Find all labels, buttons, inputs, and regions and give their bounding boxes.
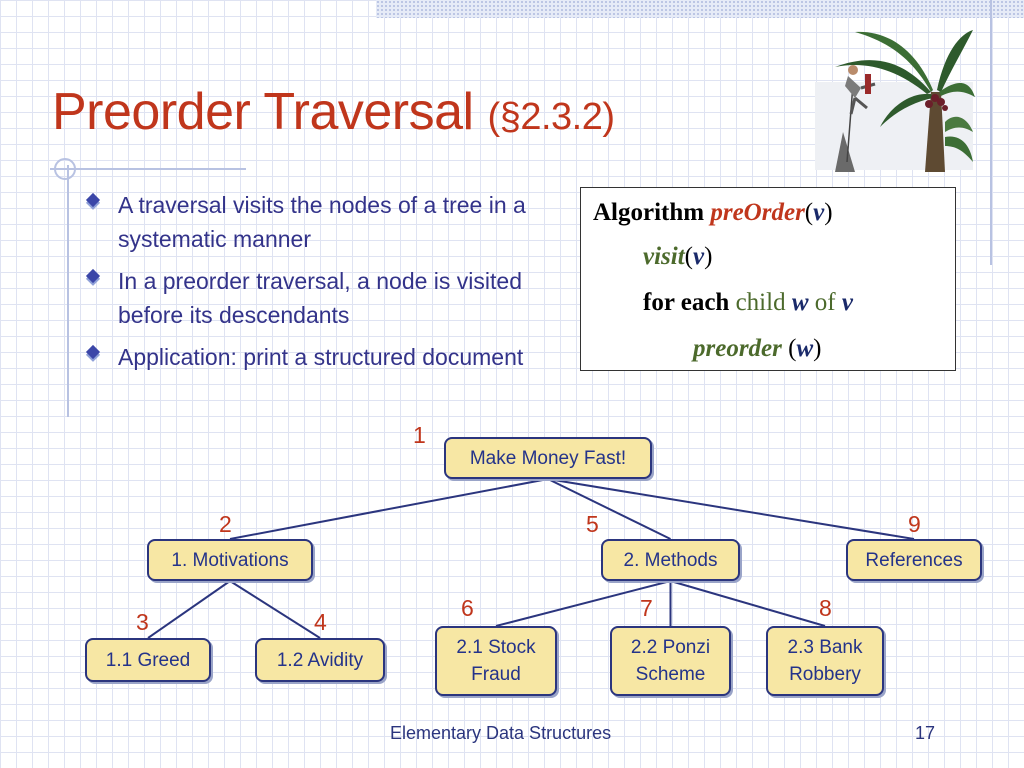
tree-node-label: 1.1 Greed	[105, 649, 191, 671]
tree-edge-root-methods	[547, 478, 671, 540]
visit-order-number: 7	[640, 595, 653, 621]
algorithm-paren: )	[824, 199, 833, 226]
algorithm-box: Algorithm preOrder(v) visit(v) for each …	[580, 187, 956, 371]
algorithm-visit-call: visit	[643, 243, 685, 270]
slide-title: Preorder Traversal (§2.3.2)	[52, 82, 615, 142]
slide-title-main: Preorder Traversal	[52, 83, 488, 141]
algorithm-line-2: visit(v)	[643, 234, 712, 280]
algorithm-param: v	[813, 199, 825, 226]
tree-node-references: References	[846, 539, 982, 581]
tree-node-label: 2.1 Stock Fraud	[456, 637, 536, 685]
visit-order-number: 5	[586, 511, 599, 537]
visit-order-number: 2	[219, 511, 232, 537]
tree-node-label: References	[865, 549, 963, 571]
tree-node-bank: 2.3 Bank Robbery	[766, 626, 884, 696]
header-band	[376, 0, 1024, 18]
tree-node-motivations: 1. Motivations	[147, 539, 313, 581]
tree-node-label: 2. Methods	[623, 549, 718, 571]
tree-node-avidity: 1.2 Avidity	[255, 638, 385, 682]
title-underline	[50, 168, 246, 170]
tree-node-ponzi: 2.2 Ponzi Scheme	[610, 626, 731, 696]
visit-order-number: 9	[908, 511, 921, 537]
algorithm-paren: )	[704, 243, 713, 270]
algorithm-var-w: w	[791, 289, 809, 316]
tree-node-greed: 1.1 Greed	[85, 638, 211, 682]
tree-node-label: 1. Motivations	[171, 549, 289, 571]
tree-node-stock: 2.1 Stock Fraud	[435, 626, 557, 696]
algorithm-line-4: preorder (w)	[693, 326, 821, 372]
algorithm-paren: (	[781, 335, 797, 362]
algorithm-recursive-call: preorder	[693, 335, 782, 362]
algorithm-param: w	[796, 335, 814, 362]
bullet-text: In a preorder traversal, a node is visit…	[118, 268, 522, 328]
tree-edge-motivations-greed	[147, 580, 231, 639]
tree-node-label: 2.2 Ponzi Scheme	[630, 637, 711, 685]
algorithm-for-each-keyword: for each	[643, 289, 730, 316]
right-rule-line	[990, 0, 992, 265]
visit-order-number: 8	[819, 595, 832, 621]
algorithm-param: v	[693, 243, 705, 270]
algorithm-paren: (	[684, 243, 693, 270]
bullet-item: A traversal visits the nodes of a tree i…	[84, 188, 554, 256]
footer-title: Elementary Data Structures	[390, 723, 612, 743]
tree-node-root: Make Money Fast!	[444, 437, 652, 479]
algorithm-paren: (	[804, 199, 814, 226]
tree-node-label: 2.3 Bank Robbery	[787, 637, 863, 685]
visit-order-number: 6	[461, 595, 474, 621]
bullet-item: In a preorder traversal, a node is visit…	[84, 264, 554, 332]
tree-edge-motivations-avidity	[229, 580, 321, 639]
section-reference: (§2.3.2)	[487, 96, 615, 138]
algorithm-keyword: Algorithm	[593, 199, 705, 226]
algorithm-of-text: of	[808, 289, 842, 316]
crosshair-ornament-icon	[54, 158, 76, 180]
visit-order-number: 1	[413, 422, 426, 448]
algorithm-child-text: child	[729, 289, 792, 316]
left-rule-line	[67, 165, 69, 417]
bullet-text: A traversal visits the nodes of a tree i…	[118, 192, 526, 252]
algorithm-line-1: Algorithm preOrder(v)	[593, 190, 833, 236]
tree-edge-methods-stock	[495, 580, 671, 627]
algorithm-paren: )	[813, 335, 822, 362]
visit-order-number: 4	[314, 609, 327, 635]
bullet-text: Application: print a structured document	[118, 344, 524, 370]
bullet-item: Application: print a structured document	[84, 340, 554, 374]
tree-edge-methods-bank	[670, 580, 826, 627]
visit-order-number: 3	[136, 609, 149, 635]
algorithm-line-3: for each child w of v	[643, 280, 853, 326]
tree-edge-root-references	[547, 478, 915, 540]
tree-node-label: 1.2 Avidity	[276, 649, 364, 671]
bullet-list: A traversal visits the nodes of a tree i…	[84, 188, 554, 382]
algorithm-var-v: v	[841, 289, 853, 316]
page-number: 17	[915, 723, 936, 743]
palm-tree-climber-icon	[815, 30, 975, 172]
tree-node-label: Make Money Fast!	[469, 447, 627, 469]
tree-node-methods: 2. Methods	[601, 539, 740, 581]
tree-edge-root-motivations	[229, 478, 549, 540]
algorithm-function-name: preOrder	[710, 199, 805, 226]
